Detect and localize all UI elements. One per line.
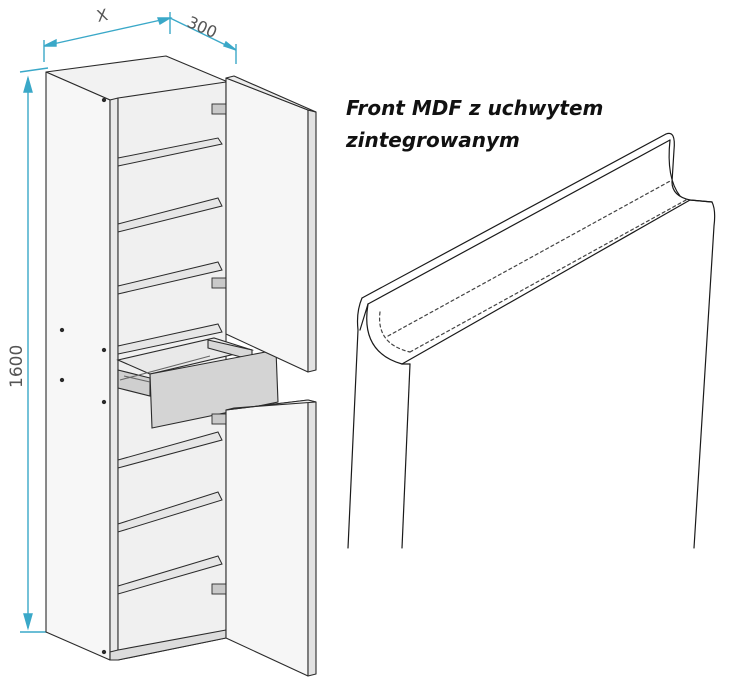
caption-line-2: zintegrowanym bbox=[346, 128, 520, 152]
shelf-1 bbox=[117, 137, 223, 167]
lower-door bbox=[225, 399, 309, 677]
dimension-height-label: 1600 bbox=[7, 345, 27, 388]
shelf-5 bbox=[117, 431, 223, 469]
doors bbox=[225, 75, 317, 677]
shelf-2 bbox=[117, 197, 223, 233]
shelf-6 bbox=[117, 491, 223, 533]
dimension-width-label: X bbox=[95, 5, 110, 26]
shelf-4 bbox=[117, 323, 223, 355]
shelves bbox=[117, 137, 223, 595]
shelf-7 bbox=[117, 555, 223, 595]
dimension-lines bbox=[19, 12, 237, 633]
shelf-3 bbox=[117, 261, 223, 295]
cabinet-left-side bbox=[45, 71, 111, 661]
mdf-front-caption: Front MDF z uchwytem zintegrowanym bbox=[346, 92, 726, 156]
caption-line-1: Front MDF z uchwytem bbox=[346, 96, 604, 120]
dimension-depth-label: 300 bbox=[184, 12, 220, 42]
upper-door bbox=[225, 77, 309, 373]
mdf-front-detail bbox=[347, 132, 716, 549]
